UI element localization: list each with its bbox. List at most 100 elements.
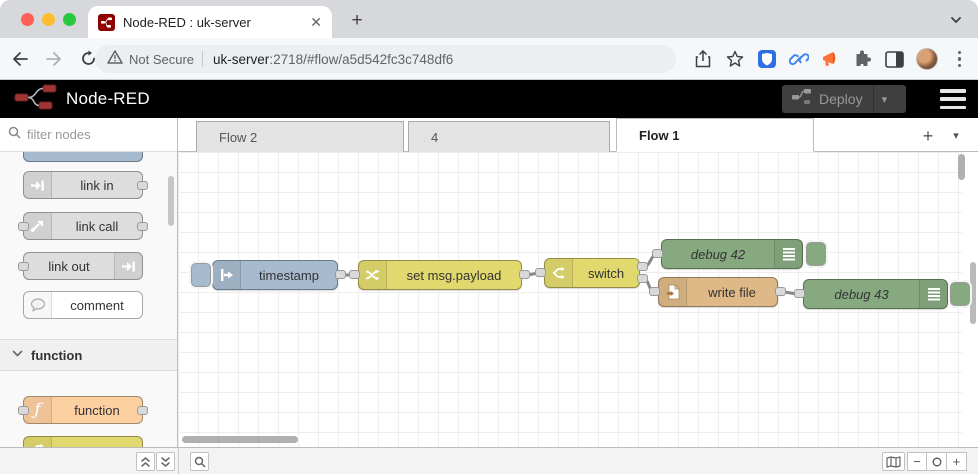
- tab-overflow-chevron-icon[interactable]: [944, 8, 968, 32]
- palette-scroll-area: link in link call link out: [0, 152, 177, 447]
- flow-node-write-file[interactable]: write file: [658, 277, 778, 307]
- palette-node-partial-top[interactable]: [23, 152, 143, 162]
- flow-list-caret-icon[interactable]: ▾: [953, 130, 959, 142]
- output-port[interactable]: [137, 222, 148, 231]
- close-window-button[interactable]: [21, 13, 34, 26]
- palette-expand-all-button[interactable]: [156, 452, 175, 471]
- debug-icon: [919, 280, 947, 308]
- address-bar[interactable]: Not Secure uk-server :2718/#flow/a5d542f…: [95, 45, 676, 73]
- debug-toggle-button[interactable]: [806, 242, 826, 266]
- output-port[interactable]: [137, 181, 148, 190]
- input-port[interactable]: [18, 406, 29, 415]
- zoom-out-button[interactable]: −: [907, 452, 927, 471]
- navigator-map-button[interactable]: [882, 452, 905, 471]
- palette-category-function[interactable]: function: [0, 339, 177, 371]
- input-port[interactable]: [18, 262, 29, 271]
- flow-node-debug-43[interactable]: debug 43: [803, 279, 948, 309]
- output-port[interactable]: [137, 406, 148, 415]
- palette-node-partial-bottom[interactable]: [23, 436, 143, 447]
- palette-node-function[interactable]: ƒ function: [18, 396, 148, 424]
- inject-icon: [213, 261, 241, 289]
- bookmark-star-icon[interactable]: [724, 49, 745, 70]
- browser-tab[interactable]: Node-RED : uk-server ✕: [88, 6, 332, 38]
- footer-divider: [178, 448, 179, 474]
- minimize-window-button[interactable]: [42, 13, 55, 26]
- node-label: debug 42: [690, 246, 746, 262]
- palette-node-label: comment: [70, 297, 124, 313]
- palette-search[interactable]: [0, 118, 177, 152]
- debug-toggle-button[interactable]: [950, 282, 970, 306]
- page-scrollbar[interactable]: [970, 262, 976, 324]
- canvas-horizontal-scrollbar[interactable]: [182, 436, 298, 443]
- zoom-in-button[interactable]: +: [947, 452, 967, 471]
- flow-node-debug-42[interactable]: debug 42: [661, 239, 803, 269]
- browser-toolbar: Not Secure uk-server :2718/#flow/a5d542f…: [0, 38, 978, 80]
- back-button[interactable]: [6, 45, 34, 73]
- deploy-dropdown-caret-icon[interactable]: ▾: [881, 93, 888, 106]
- reload-button[interactable]: [74, 45, 102, 73]
- palette-node-link-out[interactable]: link out: [18, 252, 143, 280]
- tab-4[interactable]: 4: [408, 121, 610, 152]
- main-menu-hamburger-icon[interactable]: [940, 89, 966, 109]
- chevron-down-icon: [12, 349, 23, 361]
- output-port[interactable]: [519, 270, 530, 279]
- workspace: Flow 2 4 Flow 1 + ▾: [178, 118, 978, 447]
- tab-label: Flow 1: [639, 127, 680, 143]
- palette-node-link-call[interactable]: link call: [18, 212, 148, 240]
- palette-search-input[interactable]: [27, 127, 157, 142]
- input-port[interactable]: [535, 268, 546, 277]
- flow-node-inject[interactable]: timestamp: [212, 260, 338, 290]
- flow-node-switch[interactable]: switch: [544, 258, 640, 288]
- canvas-search-button[interactable]: [190, 452, 209, 471]
- add-flow-button[interactable]: +: [922, 126, 934, 146]
- titlebar: Node-RED : uk-server ✕ +: [0, 0, 978, 38]
- extensions-puzzle-icon[interactable]: [852, 49, 873, 70]
- link-in-icon: [24, 172, 52, 198]
- canvas-vertical-scrollbar[interactable]: [958, 154, 965, 180]
- output-port[interactable]: [335, 270, 346, 279]
- fullscreen-window-button[interactable]: [63, 13, 76, 26]
- palette-node-label: link in: [80, 177, 114, 193]
- flow-node-change[interactable]: set msg.payload: [358, 260, 522, 290]
- new-tab-button[interactable]: +: [351, 10, 363, 31]
- link-out-icon: [114, 253, 142, 279]
- side-panel-icon[interactable]: [884, 49, 905, 70]
- password-manager-extension-icon[interactable]: [756, 49, 777, 70]
- megaphone-extension-icon[interactable]: [820, 49, 841, 70]
- profile-avatar[interactable]: [916, 48, 938, 70]
- share-icon[interactable]: [692, 49, 713, 70]
- deploy-button[interactable]: Deploy ▾: [782, 85, 906, 113]
- flow-canvas[interactable]: timestamp set msg.payload: [178, 152, 978, 447]
- input-port[interactable]: [649, 287, 660, 296]
- palette-scrollbar[interactable]: [168, 176, 174, 226]
- deploy-icon: [791, 88, 812, 110]
- output-port-1[interactable]: [637, 262, 648, 271]
- forward-button[interactable]: [40, 45, 68, 73]
- link-extension-icon[interactable]: [788, 49, 809, 70]
- node-red-logo-icon: [14, 84, 58, 115]
- tab-flow-1[interactable]: Flow 1: [616, 118, 814, 152]
- browser-menu-kebab-icon[interactable]: [949, 49, 970, 70]
- input-port[interactable]: [794, 289, 805, 298]
- input-port[interactable]: [349, 270, 360, 279]
- output-port-2[interactable]: [637, 274, 648, 283]
- footer-bar: − +: [0, 447, 978, 474]
- flow-tab-bar: Flow 2 4 Flow 1 + ▾: [178, 118, 978, 152]
- comment-icon: [24, 292, 52, 318]
- security-label: Not Secure: [129, 51, 195, 67]
- input-port[interactable]: [652, 249, 663, 258]
- output-port[interactable]: [775, 287, 786, 296]
- search-icon: [8, 126, 21, 144]
- tab-flow-2[interactable]: Flow 2: [196, 121, 404, 152]
- palette-node-link-in[interactable]: link in: [23, 171, 148, 199]
- inject-run-button[interactable]: [191, 263, 211, 287]
- node-label: set msg.payload: [406, 267, 502, 283]
- zoom-reset-button[interactable]: [927, 452, 947, 471]
- palette-category-label: function: [31, 347, 83, 363]
- tab-close-icon[interactable]: ✕: [310, 13, 322, 30]
- palette-node-comment[interactable]: comment: [23, 291, 143, 319]
- input-port[interactable]: [18, 222, 29, 231]
- tab-label: Flow 2: [219, 129, 258, 145]
- palette-collapse-all-button[interactable]: [136, 452, 155, 471]
